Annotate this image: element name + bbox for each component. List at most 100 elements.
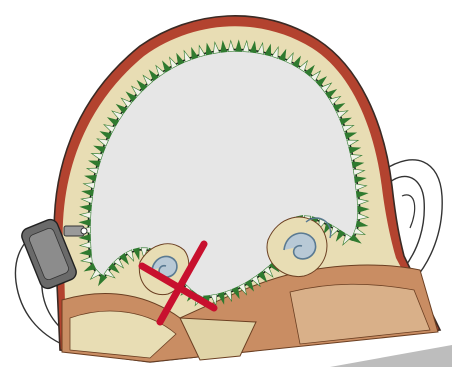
dura-wave-segment [78,233,91,242]
dura-wave-segment [83,262,97,272]
right-ear-fold [401,194,416,229]
dura-wave-segment [348,146,362,154]
dura-wave-segment [205,42,213,56]
dura-wave-segment [354,183,368,191]
dura-wave-segment [356,198,370,206]
dura-wave-segment [79,256,93,264]
dura-wave-segment [324,89,338,99]
dura-wave-segment [244,279,255,292]
dura-wave-segment [336,110,349,119]
dura-wave-segment [298,59,309,73]
dura-wave-segment [220,40,228,53]
dura-wave-segment [148,69,160,82]
crop-shadow [330,345,452,367]
dura-wave-segment [96,138,109,147]
dura-wave-segment [315,76,327,88]
dura-wave-segment [99,131,113,140]
dura-wave-segment [80,196,93,204]
dura-wave-segment [350,154,363,162]
dura-wave-segment [88,160,101,168]
dura-wave-segment [353,176,367,184]
dura-wave-segment [82,182,96,190]
dura-wave-segment [210,293,218,307]
dura-wave-segment [291,55,301,69]
bone-anchored-hearing-device-icon [21,218,88,290]
dura-wave-segment [130,85,143,97]
dura-wave-segment [89,268,102,281]
dura-wave-segment [339,117,352,126]
dura-wave-segment [231,286,240,300]
dura-wave-segment [217,291,225,305]
dura-wave-segment [93,145,106,154]
dura-wave-segment [278,48,287,62]
dura-wave-segment [262,265,274,278]
skull-base-inner [69,310,177,359]
dura-wave-segment [304,64,315,77]
dura-wave-segment [257,270,268,283]
dura-wave-segment [111,110,124,121]
dura-wave-segment [234,39,243,52]
dura-wave-segment [103,268,116,279]
dura-wave-segment [79,248,92,256]
x-mark-icon [138,240,218,326]
dura-wave-segment [125,249,135,263]
dura-wave-segment [335,229,346,242]
dura-wave-segment [250,275,261,288]
dura-wave-segment [256,41,265,55]
dura-wave-segment [120,97,133,109]
dura-wave-segment [79,204,92,212]
dura-wave-segment [183,49,192,63]
dura-wave-segment [142,74,154,87]
dura-wave-segment [320,82,333,93]
dura-wave-segment [285,51,294,65]
dura-wave-segment [81,189,94,197]
dura-wave-segment [328,95,342,106]
dura-wave-segment [78,219,91,227]
dura-wave-segment [115,103,128,115]
dura-wave-segment [355,220,369,228]
dura-wave-segment [349,233,362,244]
dura-wave-segment [242,39,250,53]
dura-wave-segment [357,205,370,213]
dura-wave-segment [106,117,120,127]
dura-wave-segment [198,44,206,58]
dura-wave-segment [136,79,148,92]
dura-wave-segment [341,124,355,133]
dura-wave-segment [125,91,138,103]
skull-base-right [289,283,431,345]
dura-wave-segment [356,212,370,221]
dura-wave-segment [118,252,130,265]
dura-wave-segment [78,211,92,219]
dura-wave-segment [329,225,340,238]
spine-canal [179,317,257,361]
right-cochlea-icon [283,217,332,260]
dura-wave-segment [332,102,346,112]
dura-wave-segment [90,153,104,161]
dura-wave-segment [78,241,92,249]
dura-wave-segment [351,161,365,169]
dura-wave-segment [355,190,369,199]
dura-wave-segment [344,132,358,140]
dura-wave-segment [191,46,199,60]
dura-wave-segment [176,52,185,66]
dura-wave-segment [323,221,333,235]
dura-wave-segment [264,43,272,57]
dura-wave-segment [346,139,360,147]
dura-wave-segment [310,70,322,82]
dura-wave-segment [271,45,279,59]
dura-wave-segment [353,227,366,235]
left-cochlea-icon [151,255,178,278]
dura-wave-segment [84,174,97,182]
dura-wave-segment [155,64,166,77]
dura-wave-segment [85,167,99,175]
dura-wave-segment [162,60,172,73]
dura-wave-segment [169,56,178,69]
dura-wave-segment [132,247,140,261]
dura-wave-segment [227,39,235,53]
dura-wave-segment [113,257,125,269]
dura-wave-segment [103,124,116,134]
dura-wave-segment [238,282,247,296]
dura-wave-segment [352,168,366,176]
